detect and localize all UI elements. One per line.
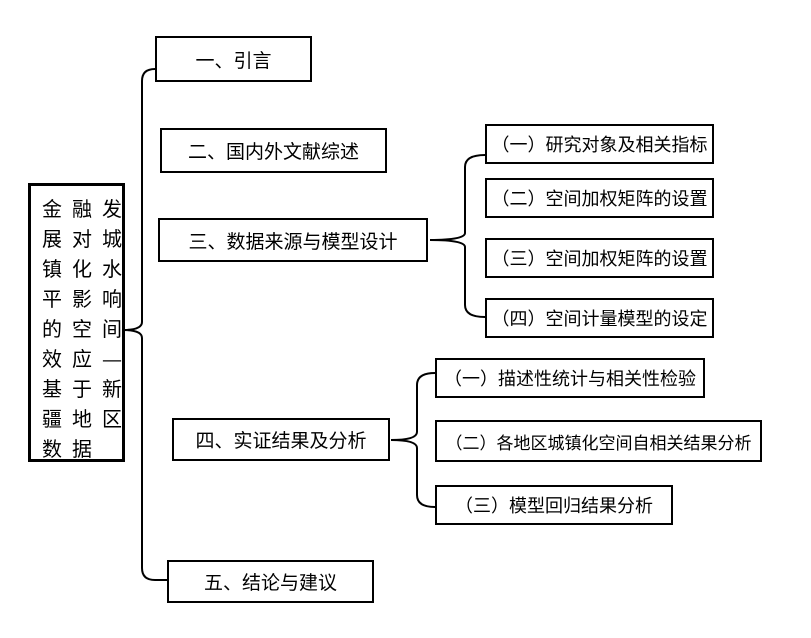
thesis-title-row: 疆地区 (42, 407, 132, 431)
thesis-title-row: 平影响 (42, 287, 132, 311)
thesis-title-row: 数据 (42, 437, 102, 461)
thesis-title-row: 金融发 (42, 197, 132, 221)
section-box-empirical-results: 四、实证结果及分析 (172, 418, 390, 461)
subsection-box-4-1: （一）描述性统计与相关性检验 (435, 358, 705, 398)
thesis-title-row: 基于新 (42, 377, 132, 401)
thesis-title-box: 金融发 展对城 镇化水 平影响 的空间 效应— 基于新 疆地区 数据 (28, 183, 125, 462)
section-box-conclusion: 五、结论与建议 (167, 560, 374, 603)
thesis-title-row: 效应— (42, 347, 132, 371)
thesis-title-row: 展对城 (42, 227, 132, 251)
subsection-box-4-2: （二）各地区城镇化空间自相关结果分析 (435, 420, 762, 462)
thesis-title-row: 镇化水 (42, 257, 132, 281)
brace-section3-to-subsections (429, 154, 486, 318)
subsection-box-3-3: （三）空间加权矩阵的设置 (485, 238, 714, 278)
section-box-data-and-model-design: 三、数据来源与模型设计 (158, 218, 428, 262)
section-box-literature-review: 二、国内外文献综述 (160, 128, 387, 173)
subsection-box-3-4: （四）空间计量模型的设定 (485, 298, 714, 338)
subsection-box-4-3: （三）模型回归结果分析 (435, 485, 673, 525)
subsection-box-3-2: （二）空间加权矩阵的设置 (485, 178, 714, 218)
section-box-introduction: 一、引言 (155, 36, 312, 82)
subsection-box-3-1: （一）研究对象及相关指标 (485, 124, 714, 164)
thesis-title-row: 的空间 (42, 317, 132, 341)
brace-section4-to-subsections (390, 372, 436, 508)
